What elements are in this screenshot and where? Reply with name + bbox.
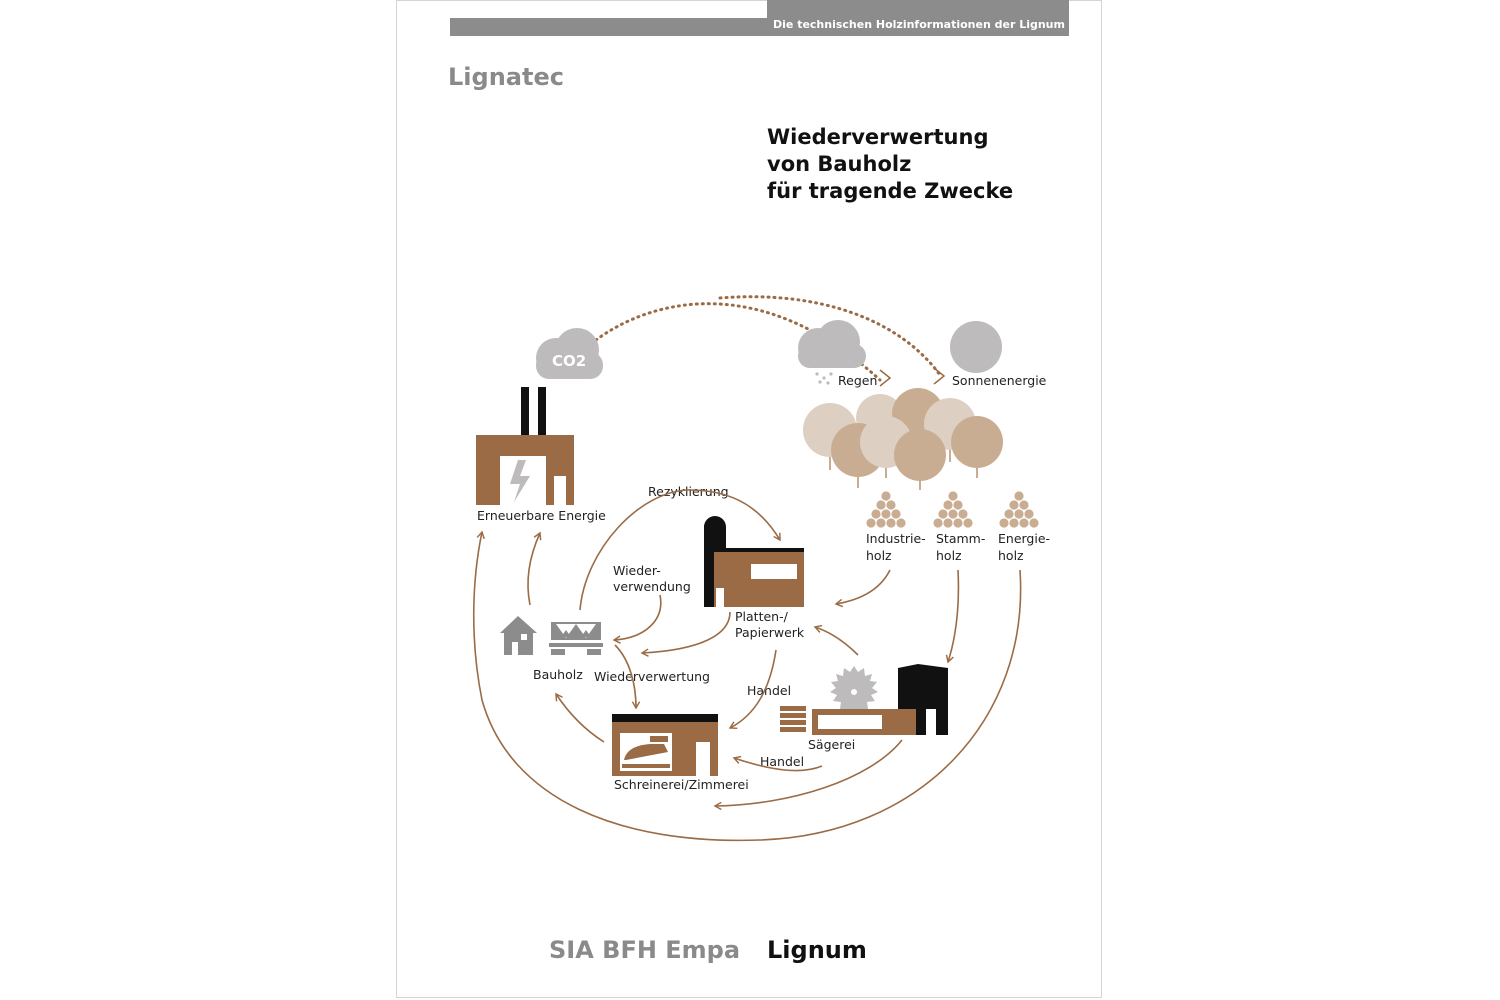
mill-to-joinery-trade-arrow bbox=[728, 649, 777, 730]
sun-label: Sonnenenergie bbox=[952, 373, 1047, 388]
trade-label-2: Handel bbox=[760, 754, 804, 769]
board-mill-label-1: Platten-/ bbox=[735, 609, 789, 624]
mill-to-timber-arrow bbox=[640, 611, 731, 657]
reuse-label-2: verwendung bbox=[613, 579, 691, 594]
saw-blade-icon bbox=[830, 666, 878, 709]
joinery-label: Schreinerei/Zimmerei bbox=[614, 777, 749, 792]
rain-cloud-icon bbox=[798, 320, 866, 385]
document-title: Wiederverwertung von Bauholz für tragend… bbox=[767, 124, 1013, 205]
industrial-wood-logs-icon bbox=[865, 490, 907, 529]
reuse-label-1: Wieder- bbox=[613, 563, 661, 578]
industrial-wood-to-mill-arrow bbox=[834, 569, 891, 608]
industrial-wood-label-2: holz bbox=[866, 548, 892, 563]
co2-cloud-icon: CO2 bbox=[536, 328, 603, 379]
sawmill-icon bbox=[780, 664, 948, 735]
log-wood-label-1: Stamm- bbox=[936, 531, 985, 546]
header-tagline: Die technischen Holzinformationen der Li… bbox=[773, 18, 1065, 31]
recycling-label: Rezyklierung bbox=[648, 484, 729, 499]
sawmill-to-joinery-arrow bbox=[713, 739, 903, 811]
timber-label: Bauholz bbox=[533, 667, 583, 682]
reuse-arrow bbox=[612, 594, 662, 644]
energy-wood-label-2: holz bbox=[998, 548, 1024, 563]
title-line-2: von Bauholz bbox=[767, 152, 912, 176]
bridge-icon bbox=[549, 622, 603, 655]
header-tab bbox=[767, 0, 1069, 36]
log-wood-label-2: holz bbox=[936, 548, 962, 563]
sawmill-label: Sägerei bbox=[808, 737, 855, 752]
timber-to-energy-arrow bbox=[527, 531, 542, 606]
rain-arrowhead bbox=[879, 369, 892, 387]
flow-arrows bbox=[472, 489, 1022, 842]
title-line-3: für tragende Zwecke bbox=[767, 179, 1014, 203]
title-line-1: Wiederverwertung bbox=[767, 125, 989, 149]
sawmill-to-mill-arrow bbox=[813, 624, 859, 656]
recycling-arrow bbox=[579, 489, 781, 611]
recovery-arrow bbox=[614, 644, 641, 710]
publisher-logo: Lignum bbox=[767, 936, 867, 964]
forest-icon bbox=[803, 388, 1003, 490]
sun-dotted-path bbox=[718, 295, 942, 377]
industrial-wood-label-1: Industrie- bbox=[866, 531, 926, 546]
board-mill-icon bbox=[704, 516, 804, 607]
sawmill-to-joinery-trade-arrow bbox=[732, 755, 823, 772]
partner-logos: SIA BFH Empa bbox=[549, 936, 741, 964]
renewable-energy-label: Erneuerbare Energie bbox=[477, 508, 606, 523]
board-mill-label-2: Papierwerk bbox=[735, 625, 805, 640]
joinery-to-timber-arrow bbox=[555, 692, 605, 743]
sun-icon bbox=[950, 321, 1002, 373]
recovery-label: Wiederverwertung bbox=[594, 669, 710, 684]
joinery-icon bbox=[612, 714, 718, 776]
energy-wood-to-energy-arrow bbox=[472, 530, 1022, 842]
power-plant-icon bbox=[476, 387, 574, 505]
energy-wood-logs-icon bbox=[998, 490, 1040, 529]
plane-tool-icon bbox=[624, 744, 668, 760]
house-icon bbox=[500, 616, 537, 655]
lightning-bolt-icon bbox=[510, 460, 530, 502]
trade-label-1: Handel bbox=[747, 683, 791, 698]
log-wood-logs-icon bbox=[932, 490, 974, 529]
sun-arrowhead bbox=[933, 367, 946, 385]
rain-label: Regen bbox=[838, 373, 877, 388]
co2-label: CO2 bbox=[552, 352, 586, 370]
log-wood-to-sawmill-arrow bbox=[945, 569, 960, 664]
series-name: Lignatec bbox=[448, 63, 564, 91]
energy-wood-label-1: Energie- bbox=[998, 531, 1050, 546]
